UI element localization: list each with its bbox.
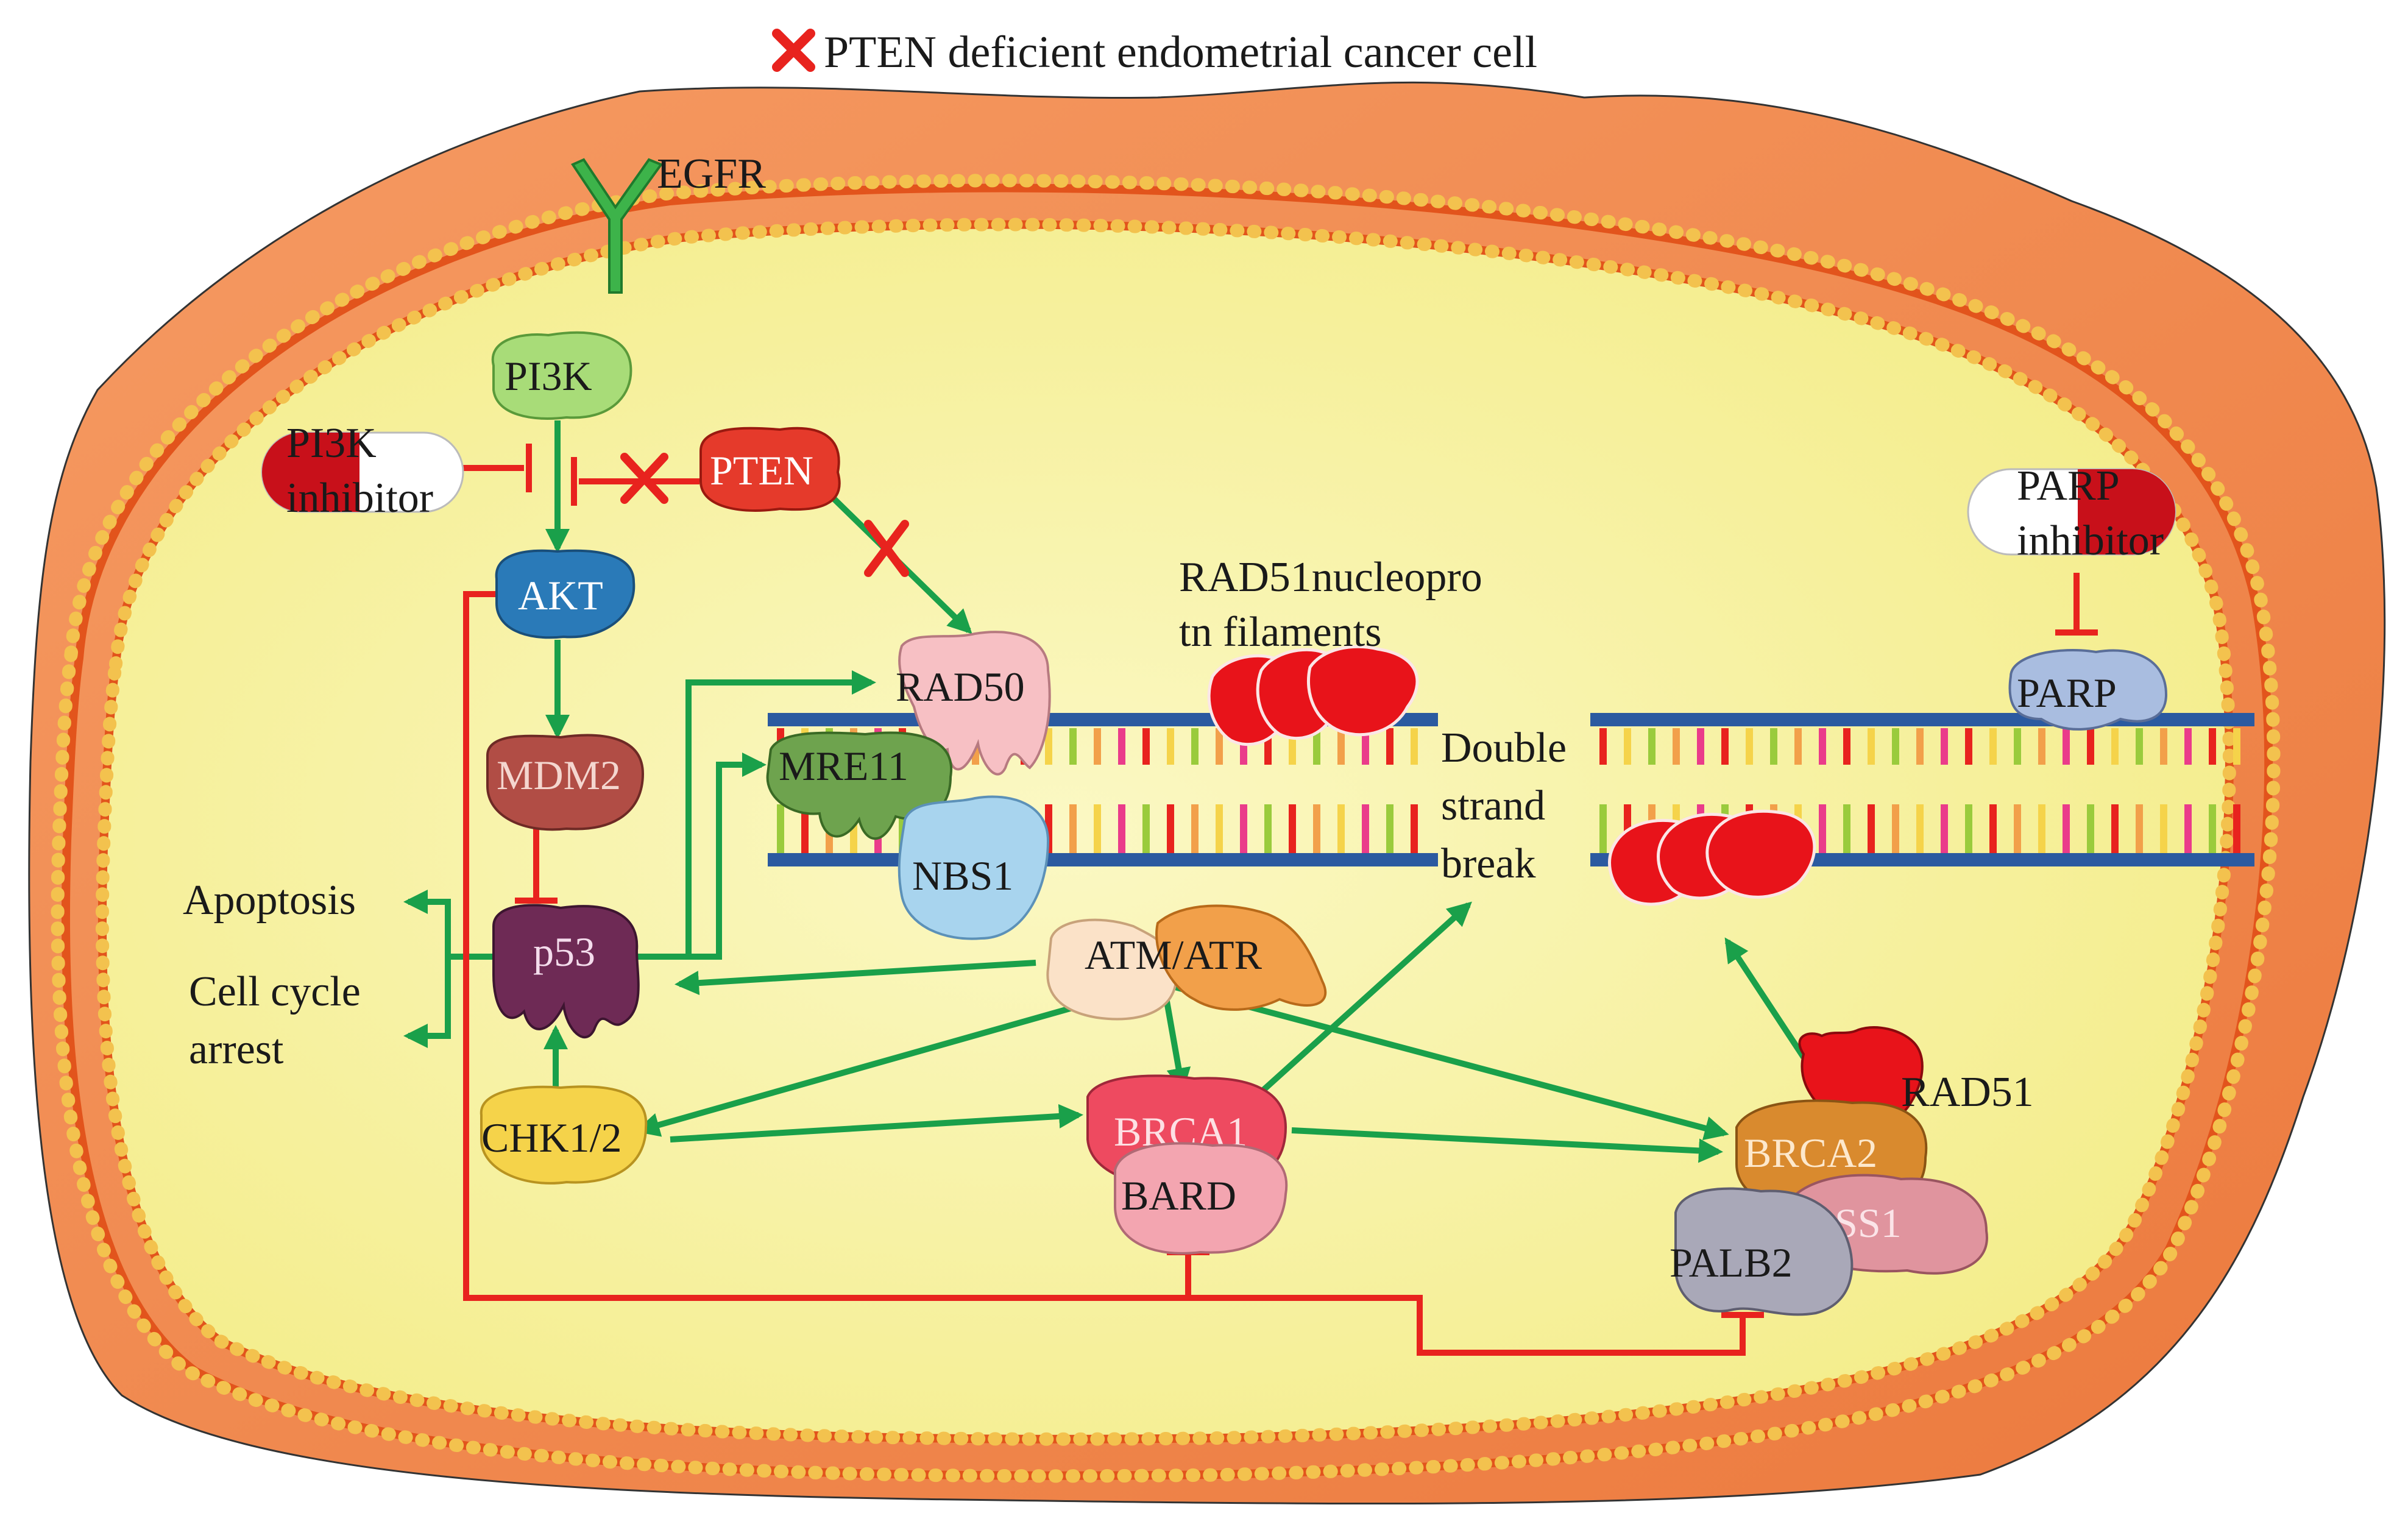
apoptosis-label: Apoptosis (183, 877, 356, 924)
dsb-label-3: break (1441, 840, 1535, 887)
edge-atm-brca2 (1163, 981, 1729, 1141)
membrane-beads-outer (51, 174, 2281, 1483)
edge-atm-p53 (675, 960, 1036, 996)
protein-akt: AKT (495, 549, 636, 639)
protein-p53: p53 (492, 904, 640, 1039)
parp-inhibitor-label-1: PARP (2017, 462, 2120, 509)
bard-label: BARD (1121, 1172, 1236, 1219)
edge-brca1-dsb (1247, 901, 1472, 1105)
akt-label: AKT (518, 572, 603, 618)
rad51-label: RAD51 (1901, 1069, 2034, 1116)
pten-label: PTEN (710, 447, 813, 494)
egfr-receptor-icon (571, 158, 664, 294)
pi3k-inhibitor-pill-icon (261, 431, 464, 513)
parp-label: PARP (2017, 670, 2117, 716)
protein-palb2: PALB2 (1670, 1187, 1854, 1316)
diagram-title: PTEN deficient endometrial cancer cell (824, 27, 1537, 77)
protein-parp: PARP (2008, 648, 2168, 731)
protein-atm-atr: ATM/ATR (1046, 904, 1327, 1021)
membrane-outer-line (61, 183, 2273, 1480)
rad50-label: RAD50 (896, 664, 1025, 710)
protein-bard: BARD (1114, 1142, 1288, 1255)
membrane-beads-inner (95, 218, 2236, 1446)
p53-label: p53 (533, 929, 595, 975)
edge-brca1-brca2 (1291, 1127, 1723, 1163)
edge-atm-chk (635, 984, 1147, 1137)
protein-nbs1: NBS1 (898, 795, 1050, 940)
edge-p53-arrest (403, 957, 451, 1048)
mre11-label: MRE11 (779, 743, 908, 789)
edge-akt-bard-palb2-inhibit (463, 591, 1746, 1356)
rad51-filament-upper (1207, 645, 1419, 746)
protein-rad50: RAD50 (896, 631, 1051, 776)
edge-p53-outcomes (403, 890, 497, 960)
edge-rad51-dna (1724, 937, 1807, 1059)
protein-pten: PTEN (699, 427, 841, 512)
rad51-filament-lower (1608, 809, 1816, 906)
title-x-icon (772, 29, 815, 72)
parp-inhibitor-label-2: inhibitor (2017, 517, 2164, 564)
parp-inhibitor-pill-icon (1967, 468, 2176, 556)
cell-cycle-label-2: arrest (189, 1026, 284, 1073)
protein-mdm2: MDM2 (486, 734, 645, 831)
atm-atr-label: ATM/ATR (1085, 932, 1262, 978)
cell-cycle-label-1: Cell cycle (189, 968, 361, 1015)
edge-p53-mre11 (634, 753, 767, 960)
protein-chk12: CHK1/2 (480, 1085, 648, 1185)
dsb-label-2: strand (1441, 782, 1545, 829)
pi3k-inhibitor-label-2: inhibitor (286, 475, 433, 522)
protein-pi3k: PI3K (491, 331, 632, 420)
palb2-label: PALB2 (1670, 1239, 1793, 1286)
nbs1-label: NBS1 (912, 852, 1013, 899)
blocked-x-icon (620, 453, 909, 577)
egfr-label: EGFR (657, 151, 766, 197)
protein-mre11: MRE11 (766, 731, 953, 840)
dsb-label-1: Double (1441, 725, 1567, 771)
pi3k-inhibitor-label-1: PI3K (286, 420, 377, 467)
brca2-label: BRCA2 (1744, 1130, 1877, 1176)
chk12-label: CHK1/2 (481, 1114, 621, 1161)
mdm2-label: MDM2 (497, 752, 621, 798)
edge-chk-brca1 (670, 1104, 1083, 1143)
filaments-label-1: RAD51nucleopro (1179, 554, 1482, 601)
pi3k-label: PI3K (505, 353, 592, 399)
filaments-label-2: tn filaments (1179, 609, 1381, 656)
